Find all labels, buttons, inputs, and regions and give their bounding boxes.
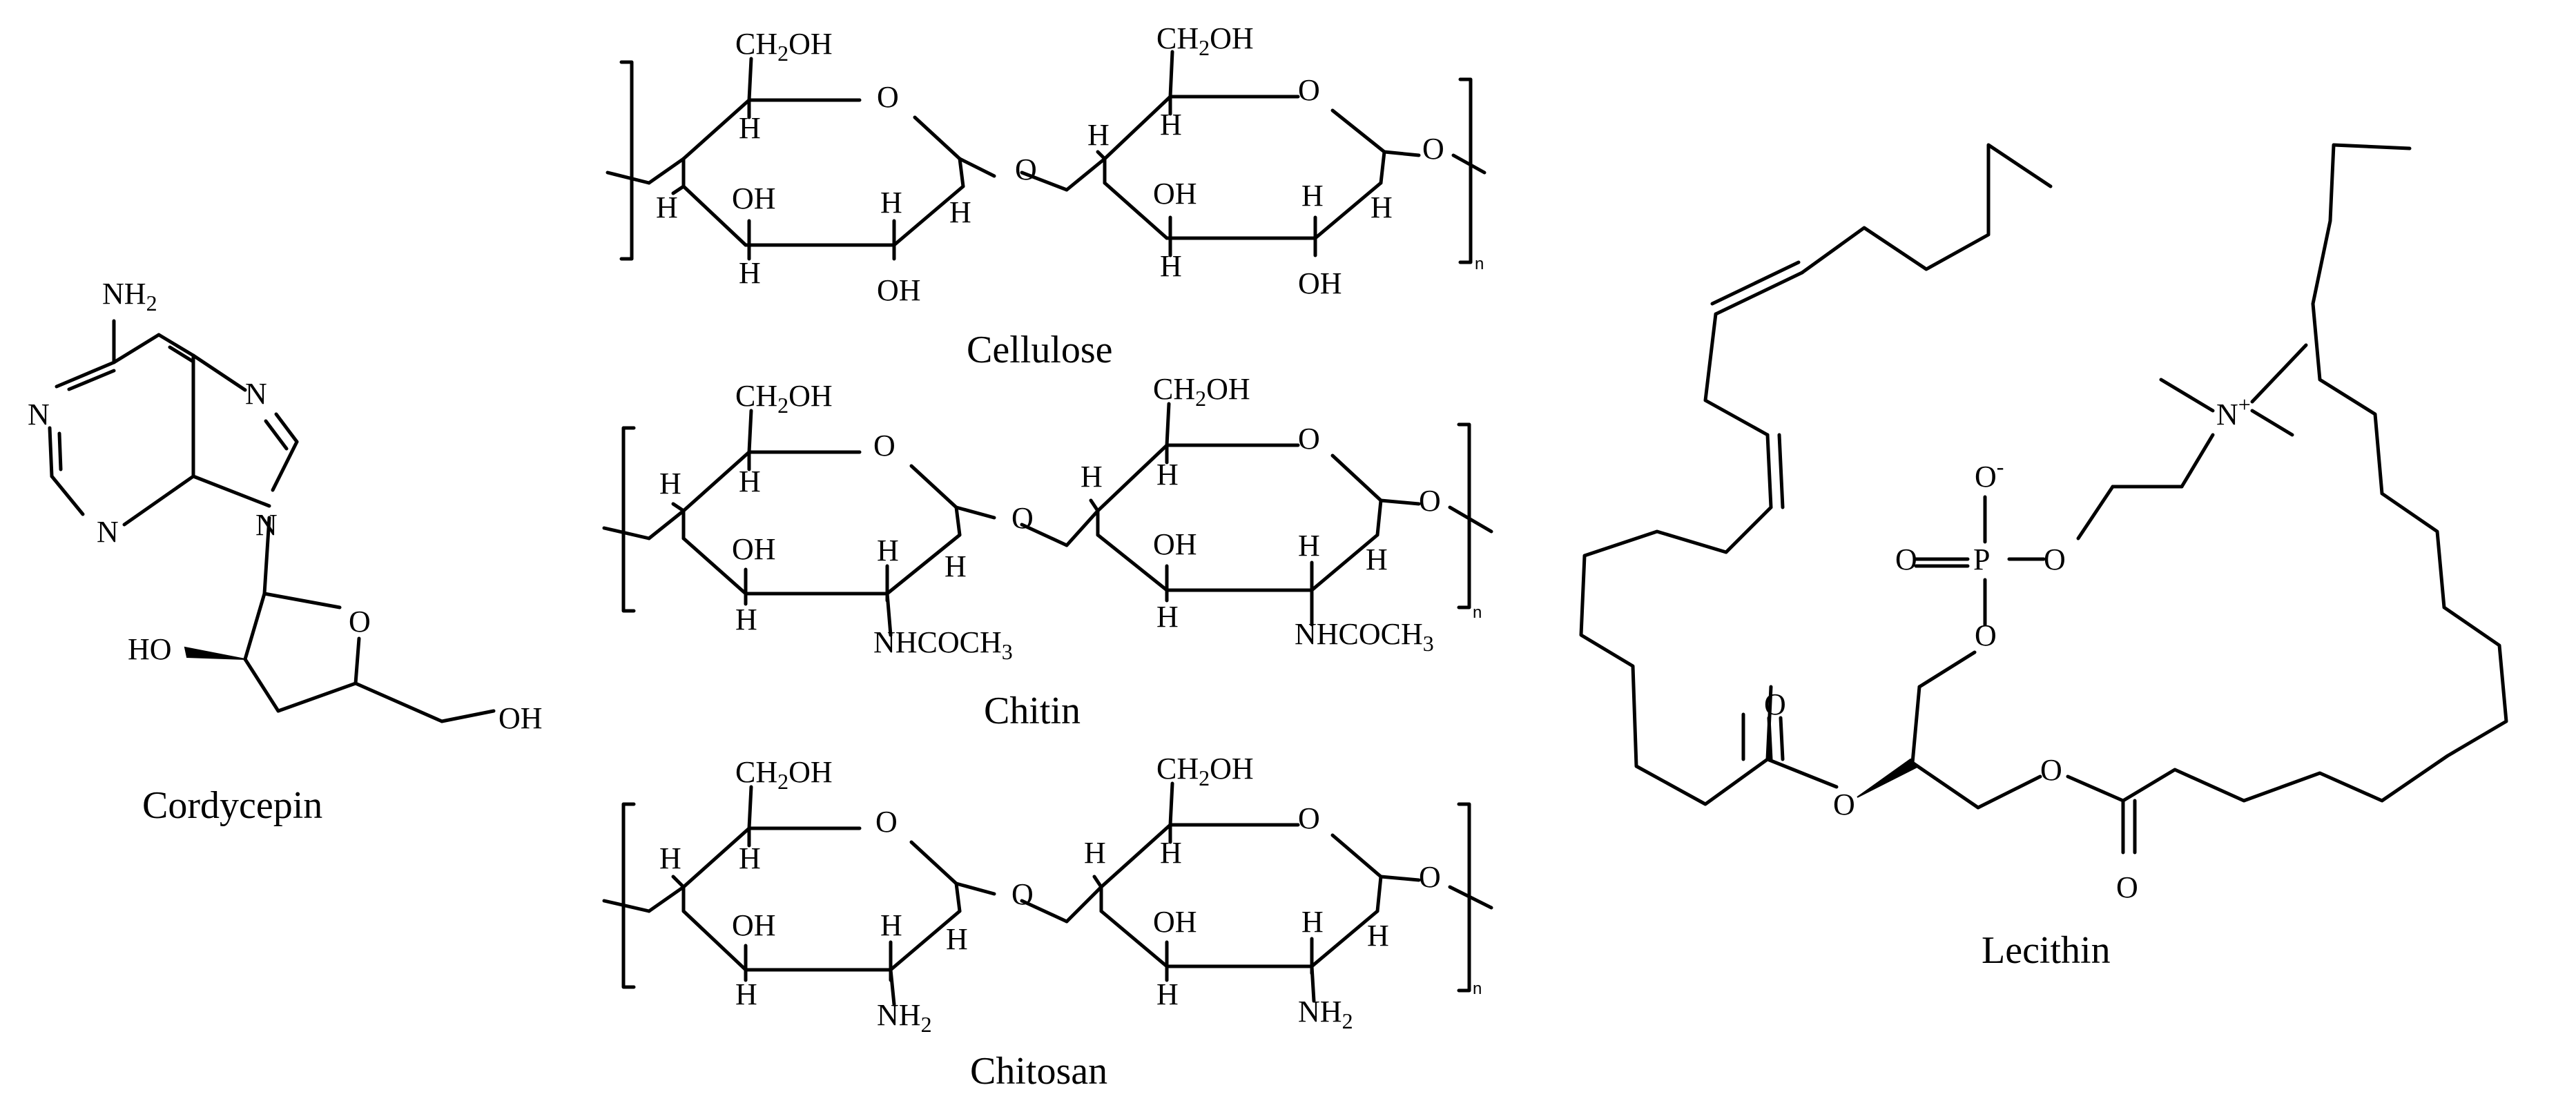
nitrogen-label: N [245,377,267,411]
hydroxymethyl-label: CH2OH [735,755,833,794]
hydrogen-label: H [735,603,757,636]
acetamido-label: NHCOCH3 [873,625,1013,664]
hydrogen-label: H [1081,460,1103,494]
cordycepin-caption: Cordycepin [142,784,322,827]
hydroxyl-label: HO [128,632,172,666]
hydrogen-label: H [659,467,681,500]
glycosidic-oxygen-label: O [1422,132,1444,166]
hydroxymethyl-label: CH2OH [735,27,833,66]
hydrogen-label: H [739,841,761,875]
hydrogen-label: H [1156,458,1179,491]
hydrogen-label: H [1160,249,1182,283]
hydrogen-label: H [1301,179,1324,213]
hydrogen-label: H [1366,543,1388,576]
ring-oxygen-label: O [1298,422,1320,456]
ring-oxygen-label: O [1298,801,1320,835]
hydrogen-label: H [1367,919,1389,953]
hydrogen-label: H [945,549,967,583]
ring-oxygen-label: O [873,429,895,462]
hydrogen-label: H [1160,108,1182,142]
glycosidic-oxygen-label: O [1015,153,1037,186]
chitin-caption: Chitin [984,690,1081,732]
hydroxyl-label: OH [1153,527,1197,561]
hydrogen-label: H [656,191,678,224]
hydroxymethyl-label: CH2OH [735,379,833,418]
ester-oxygen-label: O [1833,788,1855,821]
hydrogen-label: H [949,195,971,229]
hydroxymethyl-label: CH2OH [1156,21,1254,60]
ring-oxygen-label: O [1298,73,1320,107]
hydrogen-label: H [739,256,761,290]
repeat-index: n [1473,979,1482,998]
hydrogen-label: H [1156,977,1179,1011]
hydrogen-label: H [880,908,902,942]
hydrogen-label: H [946,922,968,956]
repeat-index: n [1475,255,1484,273]
oxygen-label: O [349,605,371,638]
hydrogen-label: H [1087,118,1110,152]
cellulose-caption: Cellulose [967,329,1113,371]
carbonyl-oxygen-label: O [1764,687,1786,721]
carbonyl-oxygen-label: O [2116,870,2138,904]
hydroxyl-label: OH [1153,905,1197,939]
amine-label: NH2 [102,277,157,315]
chitosan-structure [602,781,1493,1006]
ring-oxygen-label: O [875,805,898,839]
repeat-index: n [1473,603,1482,622]
lecithin-caption: Lecithin [1982,929,2111,972]
hydrogen-label: H [1371,191,1393,224]
cellulose-structure [606,50,1486,264]
amine-label: NH2 [1298,995,1353,1033]
hydrogen-label: H [659,841,681,875]
phosphate-anion-oxygen-label: O- [1975,454,2004,494]
phosphate-oxygen-label: O [1975,618,1997,652]
nitrogen-label: N [255,508,278,542]
amine-label: NH2 [877,998,932,1037]
hydrogen-label: H [877,534,899,567]
chitin-labels: CH2OH CH2OH H H H H H H H H H H O O O O … [659,372,1482,664]
glycosidic-oxygen-label: O [1419,860,1441,894]
hydroxymethyl-label: CH2OH [1153,372,1250,411]
cordycepin-structure [48,319,496,723]
nitrogen-label: N [97,515,119,549]
ester-oxygen-label: O [2040,753,2062,787]
hydroxyl-label: OH [732,182,776,215]
glycosidic-oxygen-label: O [1419,484,1441,518]
hydroxyl-label: OH [1153,177,1197,211]
hydrogen-label: H [880,186,902,220]
glycosidic-oxygen-label: O [1011,501,1034,535]
hydroxyl-label: OH [732,908,776,942]
nitrogen-label: N [28,398,50,431]
hydrogen-label: H [1160,836,1182,870]
hydrogen-label: H [739,111,761,145]
glycosidic-oxygen-label: O [1011,877,1034,911]
quaternary-nitrogen-label: N+ [2216,392,2251,431]
chitin-structure [602,402,1493,637]
ring-oxygen-label: O [877,80,899,114]
cordycepin-labels: NH2 N N N N O HO OH [28,277,543,735]
hydroxymethyl-label: CH2OH [1156,752,1254,790]
acetamido-label: NHCOCH3 [1295,617,1434,656]
cellulose-labels: CH2OH CH2OH H H H H H H H H H H O O O O … [656,21,1484,307]
hydrogen-label: H [1084,836,1106,870]
phosphorus-label: P [1973,543,1990,576]
hydrogen-label: H [739,465,761,498]
hydrogen-label: H [1301,905,1324,939]
hydrogen-label: H [1156,600,1179,634]
hydroxyl-label: OH [877,273,921,307]
phosphate-oxygen-label: O [2044,543,2066,576]
phosphate-oxygen-label: O [1895,543,1917,576]
chitosan-caption: Chitosan [970,1050,1107,1093]
hydroxyl-label: OH [732,532,776,566]
hydrogen-label: H [735,977,757,1011]
chitosan-labels: CH2OH CH2OH H H H H H H H H H H O O O O … [659,752,1482,1037]
hydroxyl-label: OH [498,701,543,735]
hydroxyl-label: OH [1298,266,1342,300]
hydrogen-label: H [1298,529,1320,563]
lecithin-labels: O O O O O P O O O- N+ [1764,392,2251,904]
lecithin-structure [1579,143,2508,855]
